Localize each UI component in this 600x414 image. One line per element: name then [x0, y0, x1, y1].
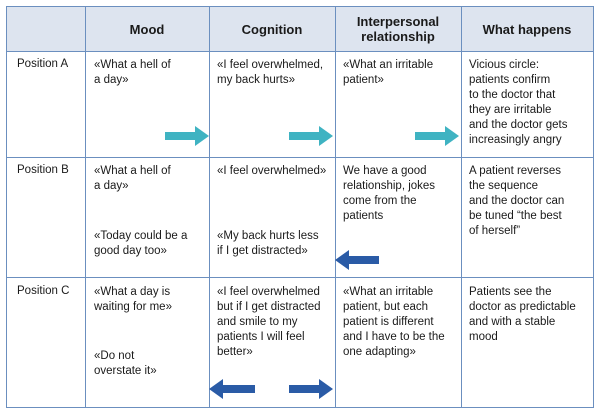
- row-b-mood-2: «Today could be a good day too»: [94, 230, 188, 257]
- row-a-mood: «What a hell of a day»: [94, 59, 171, 86]
- row-c-interpersonal: «What an irritable patient, but each pat…: [343, 286, 445, 358]
- row-label-c: Position C: [17, 285, 70, 297]
- row-label-b: Position B: [17, 164, 69, 176]
- row-c-cognition: «I feel overwhelmed but if I get distrac…: [217, 286, 321, 358]
- arrow-left-icon: [335, 250, 379, 270]
- row-b-what-happens: A patient reverses the sequence and the …: [469, 165, 565, 237]
- row-label-a: Position A: [17, 58, 69, 70]
- row-a-what-happens: Vicious circle: patients confirm to the …: [469, 59, 568, 146]
- arrow-right-icon: [165, 126, 209, 146]
- comparison-table: Mood Cognition Interpersonal relationshi…: [6, 6, 594, 408]
- row-divider: [7, 157, 593, 158]
- arrow-right-icon: [415, 126, 459, 146]
- row-b-mood-1: «What a hell of a day»: [94, 165, 171, 192]
- header-row-background: [7, 7, 593, 51]
- column-divider: [335, 7, 336, 407]
- row-b-interpersonal: We have a good relationship, jokes come …: [343, 165, 436, 222]
- header-interpersonal: Interpersonal relationship: [356, 14, 440, 44]
- column-divider: [209, 7, 210, 407]
- header-empty-cell: [7, 7, 85, 51]
- row-b-cognition-2: «My back hurts less if I get distracted»: [217, 230, 319, 257]
- arrow-right-icon: [289, 126, 333, 146]
- row-divider: [7, 277, 593, 278]
- header-what-happens: What happens: [482, 21, 572, 37]
- row-b-cognition-1: «I feel overwhelmed»: [217, 165, 327, 177]
- header-mood: Mood: [129, 21, 165, 37]
- row-c-mood-2: «Do not overstate it»: [94, 350, 157, 377]
- row-a-interpersonal: «What an irritable patient»: [343, 59, 434, 86]
- row-c-mood-1: «What a day is waiting for me»: [94, 286, 172, 313]
- column-divider: [85, 7, 86, 407]
- header-cognition: Cognition: [241, 21, 303, 37]
- arrow-left-icon: [209, 379, 255, 399]
- row-divider: [7, 51, 593, 52]
- arrow-right-icon: [289, 379, 333, 399]
- column-divider: [461, 7, 462, 407]
- row-c-what-happens: Patients see the doctor as predictable a…: [469, 286, 576, 343]
- row-a-cognition: «I feel overwhelmed, my back hurts»: [217, 59, 324, 86]
